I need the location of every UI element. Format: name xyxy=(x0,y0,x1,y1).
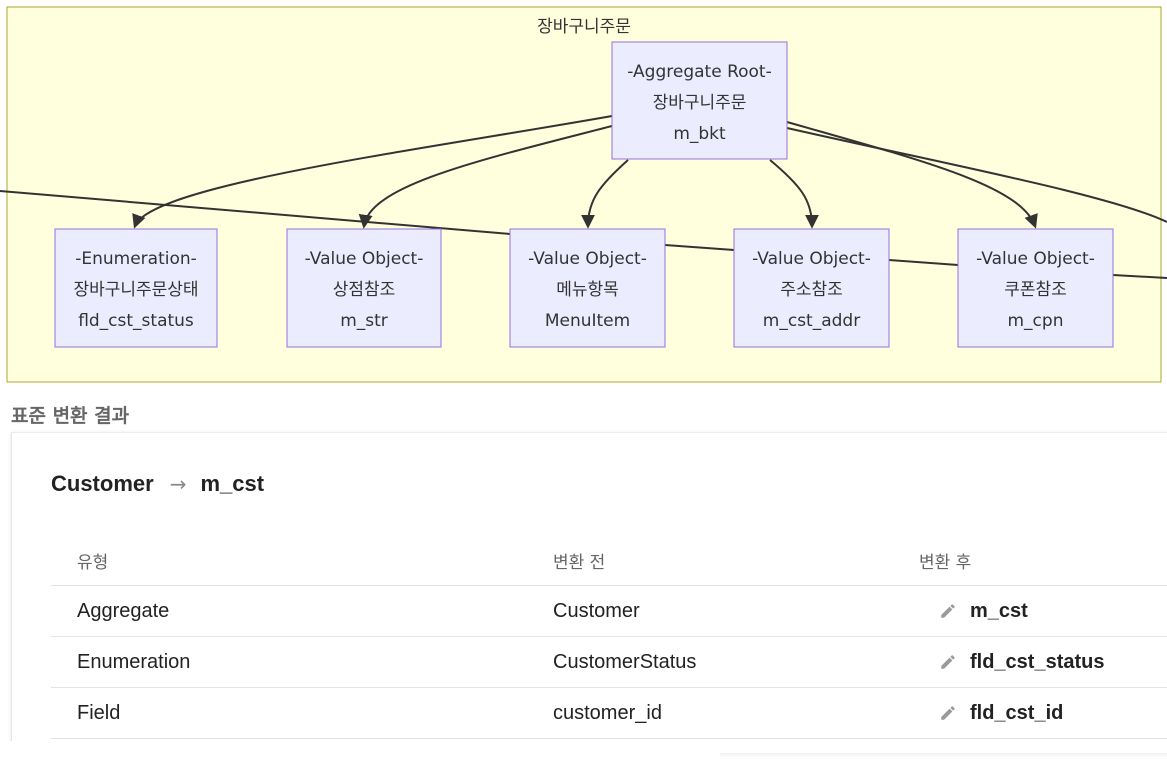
child-node-3: -Value Object- 주소참조 m_cst_addr xyxy=(733,228,890,348)
child-node-0-box xyxy=(54,228,218,348)
child-node-2-stereotype: -Value Object- xyxy=(528,249,647,269)
child-node-4: -Value Object- 쿠폰참조 m_cpn xyxy=(957,228,1114,348)
card-title-to: m_cst xyxy=(200,471,265,496)
root-node-stereotype: -Aggregate Root- xyxy=(627,62,771,82)
edge-root-to-child-3 xyxy=(769,159,819,229)
root-node-box xyxy=(611,41,788,160)
column-header-type: 유형 xyxy=(51,535,527,586)
child-node-1-box xyxy=(286,228,442,348)
child-node-4-box xyxy=(957,228,1114,348)
root-node-code: m_bkt xyxy=(673,124,726,144)
child-node-1-code: m_str xyxy=(340,311,388,331)
bottom-cover xyxy=(0,741,720,781)
section-title: 표준 변환 결과 xyxy=(11,405,130,427)
column-header-before: 변환 전 xyxy=(527,535,893,586)
child-node-1-name: 상점참조 xyxy=(333,280,396,300)
edge-root-to-child-0 xyxy=(132,115,613,229)
child-node-0: -Enumeration- 장바구니주문상태 fld_cst_status xyxy=(54,228,218,348)
child-node-3-stereotype: -Value Object- xyxy=(752,249,871,269)
root-node: -Aggregate Root- 장바구니주문 m_bkt xyxy=(611,41,788,160)
pencil-icon[interactable] xyxy=(939,653,957,671)
child-node-4-code: m_cpn xyxy=(1008,311,1064,331)
row-after: fld_cst_id xyxy=(893,687,1167,739)
child-node-0-name: 장바구니주문상태 xyxy=(73,280,198,300)
pencil-icon[interactable] xyxy=(939,704,957,722)
row-before: CustomerStatus xyxy=(527,636,893,688)
column-header-after: 변환 후 xyxy=(893,535,1167,586)
external-edge-left xyxy=(0,190,1167,279)
child-node-2-code: MenuItem xyxy=(545,311,630,331)
result-card: Customer → m_cst 유형 변환 전 변환 후 Aggregate … xyxy=(11,432,1167,753)
table-header-row: 유형 변환 전 변환 후 xyxy=(51,535,1167,586)
child-node-3-box xyxy=(733,228,890,348)
row-type: Enumeration xyxy=(51,636,527,688)
child-node-1: -Value Object- 상점참조 m_str xyxy=(286,228,442,348)
external-edge-right xyxy=(786,127,1167,223)
row-type: Field xyxy=(51,687,527,739)
child-node-2-box xyxy=(509,228,666,348)
table-row: Enumeration CustomerStatus fld_cst_statu… xyxy=(51,636,1167,688)
table-row: Field customer_id fld_cst_id xyxy=(51,687,1167,739)
row-before: Customer xyxy=(527,585,893,637)
row-before: customer_id xyxy=(527,687,893,739)
edge-root-to-child-4 xyxy=(786,121,1038,229)
row-after: m_cst xyxy=(893,585,1167,637)
edge-root-to-child-2 xyxy=(581,159,629,229)
mapping-table: 유형 변환 전 변환 후 Aggregate Customer m_cst En… xyxy=(51,535,1167,739)
child-node-1-stereotype: -Value Object- xyxy=(305,249,424,269)
pencil-icon[interactable] xyxy=(939,602,957,620)
row-type: Aggregate xyxy=(51,585,527,637)
child-node-4-stereotype: -Value Object- xyxy=(976,249,1095,269)
row-after-value: fld_cst_status xyxy=(970,650,1105,673)
child-node-3-name: 주소참조 xyxy=(780,280,843,300)
row-after-value: m_cst xyxy=(970,599,1028,622)
child-node-2: -Value Object- 메뉴항목 MenuItem xyxy=(509,228,666,348)
table-row: Aggregate Customer m_cst xyxy=(51,585,1167,637)
edge-root-to-child-1 xyxy=(358,125,613,229)
row-after-value: fld_cst_id xyxy=(970,701,1064,724)
card-title: Customer → m_cst xyxy=(51,471,264,497)
child-node-3-code: m_cst_addr xyxy=(763,311,860,331)
child-node-0-stereotype: -Enumeration- xyxy=(75,249,197,269)
cluster-label: 장바구니주문 xyxy=(537,17,631,37)
card-title-from: Customer xyxy=(51,471,154,496)
child-node-2-name: 메뉴항목 xyxy=(556,280,619,300)
child-node-0-code: fld_cst_status xyxy=(78,311,194,331)
row-after: fld_cst_status xyxy=(893,636,1167,688)
arrow-right-icon: → xyxy=(169,472,187,496)
child-node-4-name: 쿠폰참조 xyxy=(1004,280,1067,300)
aggregate-diagram: 장바구니주문 -Aggregate Root- 장바구니주문 m_bkt -Enume… xyxy=(0,6,1167,383)
root-node-name: 장바구니주문 xyxy=(653,93,747,113)
